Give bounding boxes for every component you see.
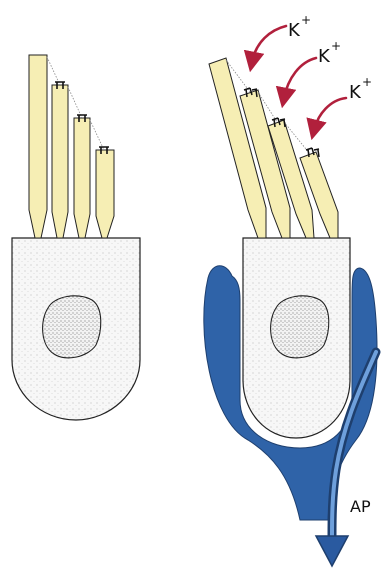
action-potential-label: AP — [350, 497, 371, 516]
stimulated-hair-cell: K + K + K + AP — [204, 13, 377, 566]
nucleus — [271, 296, 329, 358]
svg-text:K: K — [349, 82, 362, 103]
stereocilium — [52, 85, 68, 238]
stereocilium — [96, 150, 114, 238]
stereocilium — [74, 118, 90, 238]
svg-text:+: + — [301, 13, 311, 27]
ion-label: K + — [318, 39, 341, 67]
svg-text:K: K — [318, 46, 331, 67]
ion-label: K + — [288, 13, 311, 41]
nucleus — [43, 296, 101, 358]
svg-text:+: + — [362, 75, 372, 89]
svg-text:K: K — [288, 20, 301, 41]
resting-hair-cell — [12, 55, 140, 420]
ion-label: K + — [349, 75, 372, 103]
stereocilium — [29, 55, 47, 238]
stereocilia-bundle — [209, 58, 338, 238]
svg-text:+: + — [331, 39, 341, 53]
